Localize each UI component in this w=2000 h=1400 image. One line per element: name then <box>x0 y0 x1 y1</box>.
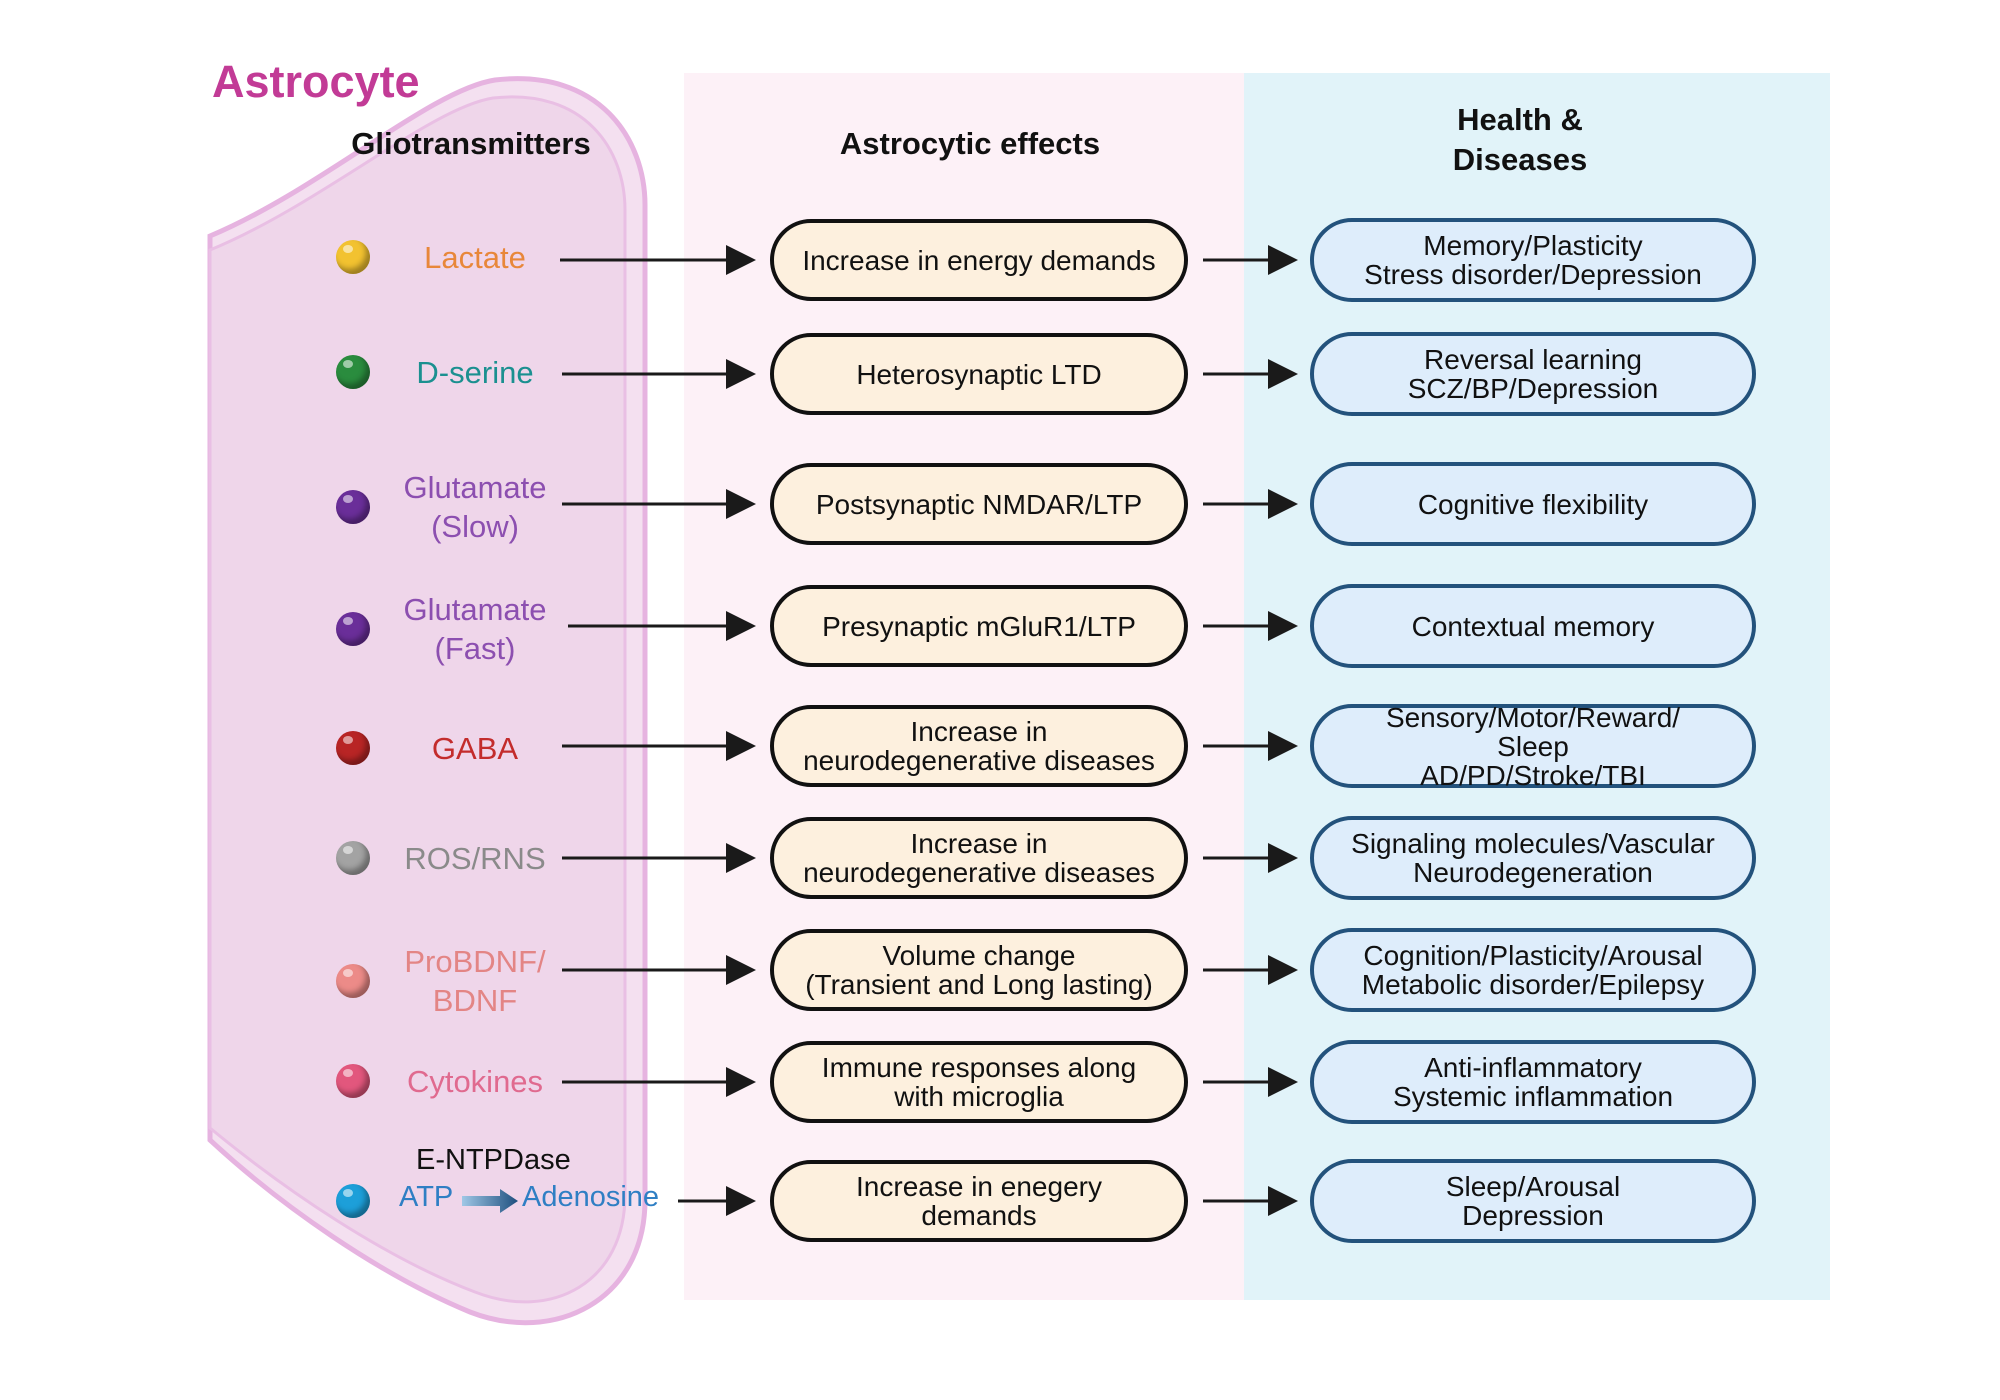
effect-text: Increase in neurodegenerative diseases <box>803 828 1155 888</box>
effect-text: Increase in neurodegenerative diseases <box>803 716 1155 776</box>
effect-text: Increase in energy demands <box>802 244 1156 276</box>
entpdase-label: E-NTPDase <box>416 1144 571 1176</box>
transmitter-dot-icon <box>336 964 370 998</box>
transmitter-label: Glutamate (Slow) <box>403 470 547 544</box>
transmitter-label: ProBDNF/ BDNF <box>404 944 546 1018</box>
transmitter-label: ROS/RNS <box>404 840 546 876</box>
health-text: Sensory/Motor/Reward/ Sleep AD/PD/Stroke… <box>1385 701 1681 791</box>
health-pill: Signaling molecules/Vascular Neurodegene… <box>1310 816 1756 900</box>
effect-pill: Increase in neurodegenerative diseases <box>770 817 1188 899</box>
health-pill: Contextual memory <box>1310 584 1756 668</box>
astrocyte-membrane-inner <box>208 95 627 1304</box>
health-pill: Anti-inflammatory Systemic inflammation <box>1310 1040 1756 1124</box>
health-pill: Memory/Plasticity Stress disorder/Depres… <box>1310 218 1756 302</box>
transmitter-dot-icon <box>336 355 370 389</box>
effect-pill: Postsynaptic NMDAR/LTP <box>770 463 1188 545</box>
effect-text: Postsynaptic NMDAR/LTP <box>815 488 1143 520</box>
gliotransmitters-title: Gliotransmitters <box>351 126 591 161</box>
health-text: Sleep/Arousal Depression <box>1445 1171 1621 1231</box>
transmitter-dot-icon <box>336 240 370 274</box>
effect-pill: Increase in neurodegenerative diseases <box>770 705 1188 787</box>
transmitter-label: Cytokines <box>406 1063 544 1099</box>
health-text: Contextual memory <box>1411 610 1655 642</box>
health-text: Memory/Plasticity Stress disorder/Depres… <box>1364 230 1702 290</box>
health-text: Cognition/Plasticity/Arousal Metabolic d… <box>1361 940 1705 1000</box>
adenosine-label: Adenosine <box>522 1181 660 1213</box>
effect-text: Heterosynaptic LTD <box>856 358 1102 390</box>
transmitter-label: D-serine <box>416 354 534 390</box>
health-pill: Cognition/Plasticity/Arousal Metabolic d… <box>1310 928 1756 1012</box>
transmitter-dot-icon <box>336 731 370 765</box>
effect-text: Immune responses along with microglia <box>821 1052 1137 1112</box>
effect-text: Increase in enegery demands <box>856 1171 1102 1231</box>
health-pill: Cognitive flexibility <box>1310 462 1756 546</box>
health-text: Signaling molecules/Vascular Neurodegene… <box>1351 828 1715 888</box>
transmitter-dot-icon <box>336 1184 370 1218</box>
effects-title: Astrocytic effects <box>839 126 1101 161</box>
effect-pill: Increase in energy demands <box>770 219 1188 301</box>
transmitter-label: Lactate <box>424 239 526 275</box>
health-title: Health & Diseases <box>1452 102 1588 177</box>
transmitter-label: Glutamate (Fast) <box>403 592 547 666</box>
health-text: Reversal learning SCZ/BP/Depression <box>1407 344 1659 404</box>
effect-pill: Presynaptic mGluR1/LTP <box>770 585 1188 667</box>
effect-pill: Heterosynaptic LTD <box>770 333 1188 415</box>
effect-pill: Increase in enegery demands <box>770 1160 1188 1242</box>
effect-text: Volume change (Transient and Long lastin… <box>805 940 1153 1000</box>
transmitter-dot-icon <box>336 841 370 875</box>
transmitter-dot-icon <box>336 490 370 524</box>
health-pill: Sleep/Arousal Depression <box>1310 1159 1756 1243</box>
atp-label: ATP <box>399 1181 454 1213</box>
astrocyte-title: Astrocyte <box>212 56 420 107</box>
effect-pill: Immune responses along with microglia <box>770 1041 1188 1123</box>
transmitter-dot-icon <box>336 612 370 646</box>
transmitter-dot-icon <box>336 1064 370 1098</box>
health-text: Anti-inflammatory Systemic inflammation <box>1392 1052 1674 1112</box>
transmitter-label: GABA <box>431 730 519 766</box>
effect-pill: Volume change (Transient and Long lastin… <box>770 929 1188 1011</box>
health-text: Cognitive flexibility <box>1417 488 1649 520</box>
health-pill: Reversal learning SCZ/BP/Depression <box>1310 332 1756 416</box>
effect-text: Presynaptic mGluR1/LTP <box>822 610 1136 642</box>
health-pill: Sensory/Motor/Reward/ Sleep AD/PD/Stroke… <box>1310 701 1756 791</box>
